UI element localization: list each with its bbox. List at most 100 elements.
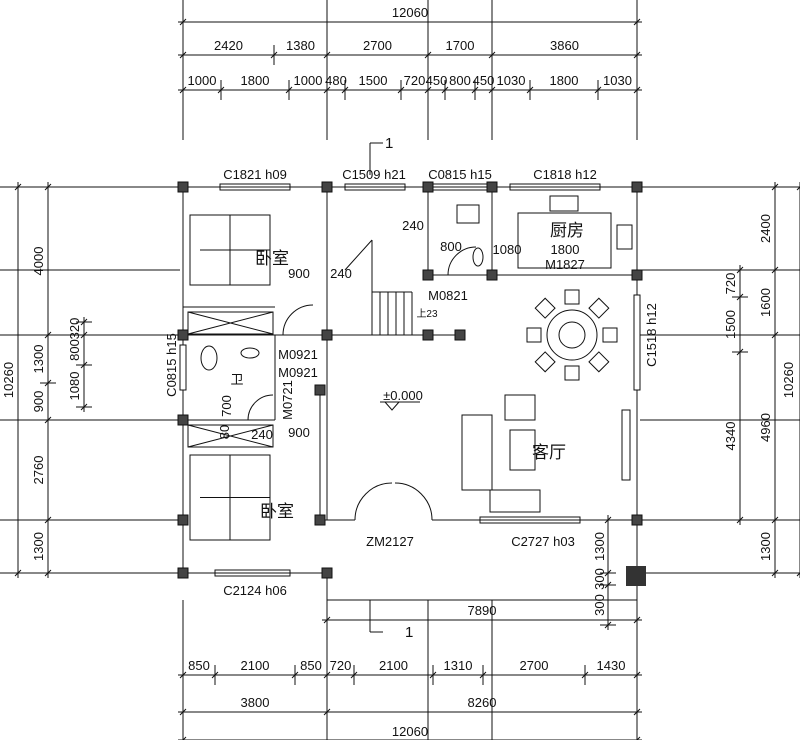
walls (177, 181, 646, 601)
column (177, 181, 189, 193)
column (422, 329, 434, 341)
toilet-icon (200, 345, 218, 371)
door-label: M1827 (545, 257, 585, 272)
stair-line (344, 239, 373, 271)
door-label: M0721 (280, 380, 295, 420)
dimension-label: 850 (188, 658, 210, 673)
dimension-label: 320 (67, 318, 82, 340)
dimension-label: 7890 (468, 603, 497, 618)
window-label: C2124 h06 (223, 583, 287, 598)
dimension-label: 1300 (758, 532, 773, 561)
dimension-label: 1500 (723, 310, 738, 339)
room-label-kitchen: 厨房 (550, 221, 584, 241)
dimension-tick (594, 86, 602, 94)
dimension-label: 480 (325, 73, 347, 88)
dimension-label: 850 (300, 658, 322, 673)
dimension-tick (636, 736, 641, 740)
door-label: M0921 (278, 365, 318, 380)
dimension-label: 12060 (392, 5, 428, 20)
sink-icon (549, 195, 579, 212)
dining-chair (602, 327, 618, 343)
door-label: ZM2127 (366, 534, 414, 549)
dimension-label: 2400 (758, 214, 773, 243)
door-swing (247, 394, 274, 421)
dimension-label: 1800 (241, 73, 270, 88)
dimension-tick (182, 736, 187, 740)
column (177, 567, 189, 579)
dimension-label: 720 (404, 73, 426, 88)
dimension-label: 1080 (493, 242, 522, 257)
dimension-label: 12060 (392, 724, 428, 739)
dimension-tick (796, 572, 800, 577)
column (321, 567, 333, 579)
dimension-tick (526, 86, 534, 94)
column (486, 181, 498, 193)
dimension-tick (736, 348, 744, 356)
dimension-tick (604, 581, 612, 589)
door-label: M0921 (278, 347, 318, 362)
wardrobe (187, 311, 274, 335)
room-label-living-room: 客厅 (532, 443, 566, 463)
dimension-label: 1800 (550, 73, 579, 88)
column (486, 269, 498, 281)
wardrobe (187, 424, 274, 448)
dining-chair (588, 297, 610, 319)
door-swing (282, 304, 314, 336)
dimension-label: 900 (31, 391, 46, 413)
dimension-tick (429, 671, 437, 679)
column (314, 514, 326, 526)
dimension-label: 720 (723, 273, 738, 295)
dimension-label: 3860 (550, 38, 579, 53)
door-swing (394, 482, 433, 521)
dimension-tick (44, 379, 52, 387)
dimension-label: 700 (219, 395, 234, 417)
dimension-tick (350, 671, 358, 679)
window-label: C1509 h21 (342, 167, 406, 182)
dimension-label: 1600 (758, 288, 773, 317)
dimension-label: 1300 (31, 532, 46, 561)
dining-chair (564, 365, 580, 381)
dimension-label: 300 (592, 594, 607, 616)
kitchen-counter (517, 212, 612, 269)
dimension-label: 1000 (294, 73, 323, 88)
dimension-tick (736, 293, 744, 301)
dimension-label: 1380 (286, 38, 315, 53)
dimension-tick (211, 671, 219, 679)
dimension-tick (341, 86, 349, 94)
dining-chair (588, 351, 610, 373)
dimension-tick (604, 569, 612, 577)
dimension-label: 8260 (468, 695, 497, 710)
washbasin-icon (240, 347, 260, 359)
dimension-label: 1000 (188, 73, 217, 88)
dimension-label: 4960 (758, 413, 773, 442)
dimension-label: 1030 (603, 73, 632, 88)
dimension-label: 800 (449, 73, 471, 88)
column (177, 414, 189, 426)
door-swing (447, 246, 477, 276)
dimension-label: 240 (251, 427, 273, 442)
dimension-label: 1310 (444, 658, 473, 673)
column (422, 181, 434, 193)
column (321, 181, 333, 193)
column (631, 181, 643, 193)
dining-chair (526, 327, 542, 343)
dimension-tick (270, 51, 278, 59)
dimension-tick (80, 361, 88, 369)
dimension-label: 2100 (241, 658, 270, 673)
column (454, 329, 466, 341)
column (177, 329, 189, 341)
window (179, 344, 187, 391)
column (314, 384, 326, 396)
washbasin-icon (472, 247, 484, 267)
sofa (489, 489, 541, 513)
dimension-label: 1500 (359, 73, 388, 88)
dimension-tick (397, 86, 405, 94)
window-label: C1818 h12 (533, 167, 597, 182)
elevation-triangle-icon (384, 401, 400, 411)
window-label: C0815 h15 (428, 167, 492, 182)
coffee-table (509, 429, 536, 471)
dimension-label: 800 (440, 239, 462, 254)
dimension-label: 800 (67, 339, 82, 361)
